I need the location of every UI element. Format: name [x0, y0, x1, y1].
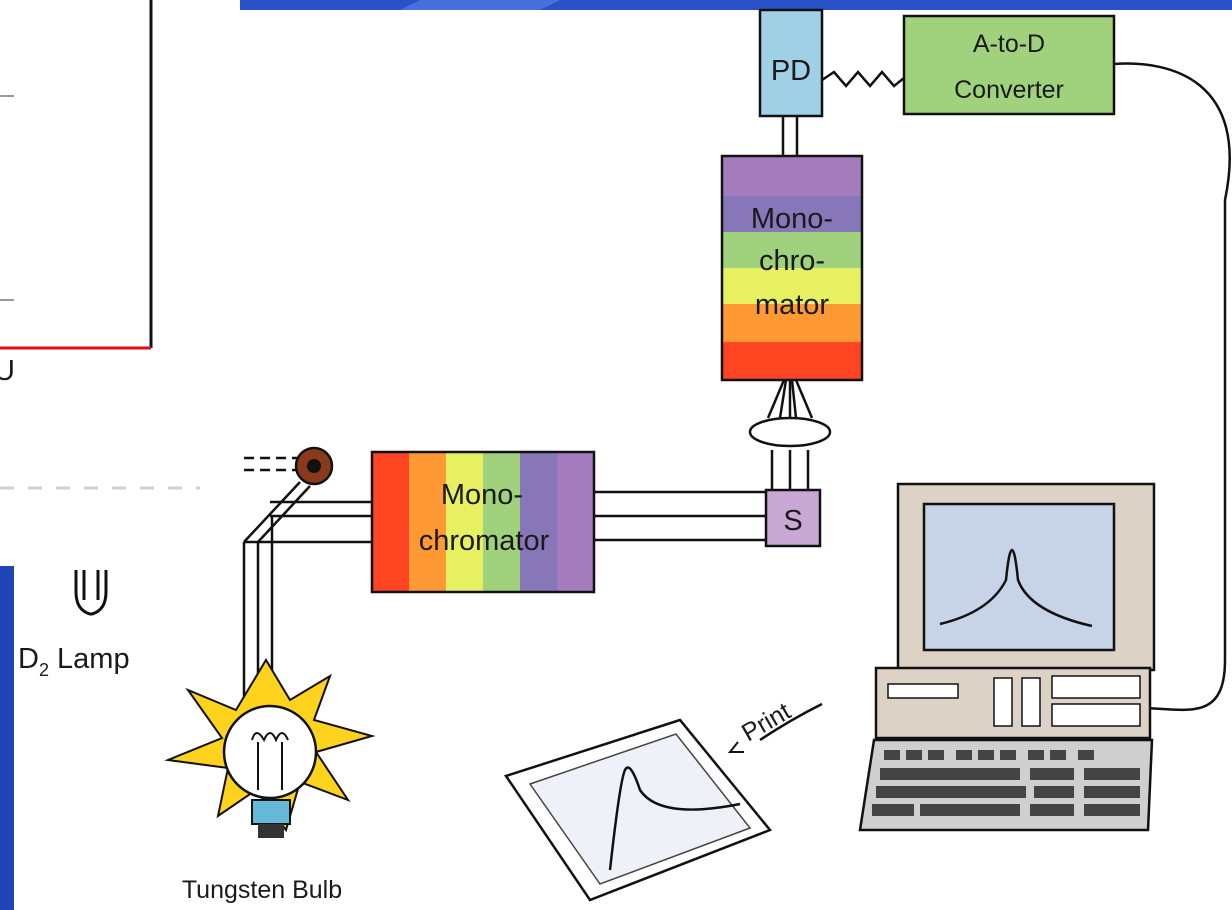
photodetector-box: PD	[758, 8, 824, 118]
mono-h-line2: chromator	[419, 525, 550, 557]
monitor-screen	[922, 502, 1116, 652]
tungsten-label: Tungsten Bulb	[182, 876, 342, 904]
axis-fragment-label: U	[0, 355, 15, 387]
pd-label: PD	[771, 55, 811, 87]
focusing-lens	[748, 416, 832, 448]
mono-h-line1: Mono-	[441, 479, 523, 511]
mirror-selector	[294, 446, 334, 486]
adc-label-line2: Converter	[954, 76, 1064, 104]
monochromator-vertical: Mono- chro- mator	[720, 154, 864, 382]
print-label: Print	[737, 697, 796, 747]
adc-converter-box: A-to-D Converter	[902, 14, 1116, 116]
sample-label: S	[783, 505, 802, 537]
sample-box: S	[764, 488, 822, 548]
d2-lamp-label: D2 Lamp	[18, 643, 130, 680]
adc-label-line1: A-to-D	[973, 30, 1045, 58]
mono-v-line1: Mono-	[751, 203, 833, 235]
monochromator-horizontal: Mono- chromator	[370, 450, 596, 594]
screen-peak	[939, 548, 1093, 628]
tungsten-bulb: Tungsten Bulb	[164, 658, 376, 904]
mono-v-line3: mator	[755, 289, 829, 321]
mono-v-line2: chro-	[759, 245, 825, 277]
d2-lamp: D2 Lamp	[18, 570, 130, 680]
partial-chart-fragment: U	[0, 0, 200, 490]
slide-banner-top	[240, 0, 1232, 10]
print-arrow: Print	[727, 697, 796, 753]
printout-sheet	[504, 718, 773, 902]
computer	[858, 482, 1156, 832]
slide-banner-left	[0, 566, 14, 910]
beam-paths	[242, 62, 1231, 742]
